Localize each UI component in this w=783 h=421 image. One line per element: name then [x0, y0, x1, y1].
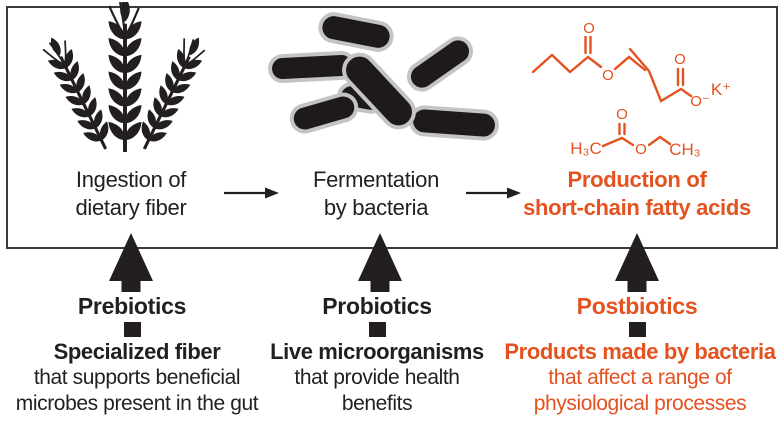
- probiotics-description: Live microorganisms that provide health …: [227, 339, 527, 417]
- description-line: that provide health: [294, 366, 460, 389]
- atom-label: K⁺: [711, 80, 731, 99]
- description-line: that affect a range of: [548, 366, 732, 389]
- atom-label: O: [583, 20, 595, 37]
- description-bold-line: Products made by bacteria: [504, 339, 776, 364]
- potassium-propionate-molecule-icon: O O⁻ K⁺: [628, 47, 731, 110]
- flow-arrow-icon: [466, 187, 521, 199]
- description-bold-line: Live microorganisms: [270, 339, 484, 364]
- step-label-line: Ingestion of: [75, 167, 187, 192]
- ethyl-acetate-molecule-icon: H₃C O O CH₃: [570, 106, 700, 159]
- arrow-dash-square: [124, 322, 141, 337]
- description-line: physiological processes: [533, 392, 747, 415]
- arrow-dash-square: [369, 322, 386, 337]
- step-label-fermentation: Fermentation by bacteria: [256, 166, 496, 222]
- bacteria-icon: [268, 12, 499, 141]
- step-label-line: short-chain fatty acids: [523, 195, 751, 220]
- description-line: microbes present in the gut: [15, 392, 259, 415]
- prebiotics-title: Prebiotics: [77, 293, 187, 319]
- ethyl-butyrate-molecule-icon: O O: [531, 20, 647, 84]
- prebiotics-description: Specialized fiber that supports benefici…: [0, 339, 287, 417]
- flow-arrow-icon: [224, 187, 279, 199]
- step-label-line: by bacteria: [323, 195, 429, 220]
- postbiotics-title: Postbiotics: [576, 293, 698, 319]
- atom-label: O: [616, 106, 628, 123]
- arrow-dash-square: [629, 322, 646, 337]
- step-label-ingestion: Ingestion of dietary fiber: [11, 166, 251, 222]
- wheat-icon: [40, 2, 210, 152]
- description-bold-line: Specialized fiber: [53, 339, 221, 364]
- atom-label: O: [602, 67, 614, 84]
- probiotics-title: Probiotics: [322, 293, 432, 319]
- description-line: benefits: [341, 392, 413, 415]
- step-label-line: Fermentation: [312, 167, 439, 192]
- atom-label: O⁻: [690, 93, 710, 110]
- step-label-line: Production of: [567, 167, 707, 192]
- atom-label: O: [674, 51, 686, 68]
- atom-label: H₃C: [570, 139, 601, 158]
- postbiotics-description: Products made by bacteria that affect a …: [490, 339, 783, 417]
- atom-label: CH₃: [669, 140, 700, 159]
- step-label-line: dietary fiber: [75, 195, 187, 220]
- description-line: that supports beneficial: [33, 366, 241, 389]
- atom-label: O: [635, 141, 647, 158]
- up-arrow-icon: [358, 233, 402, 292]
- up-arrow-icon: [615, 233, 659, 292]
- step-label-production: Production of short-chain fatty acids: [505, 166, 769, 222]
- up-arrow-icon: [109, 233, 153, 292]
